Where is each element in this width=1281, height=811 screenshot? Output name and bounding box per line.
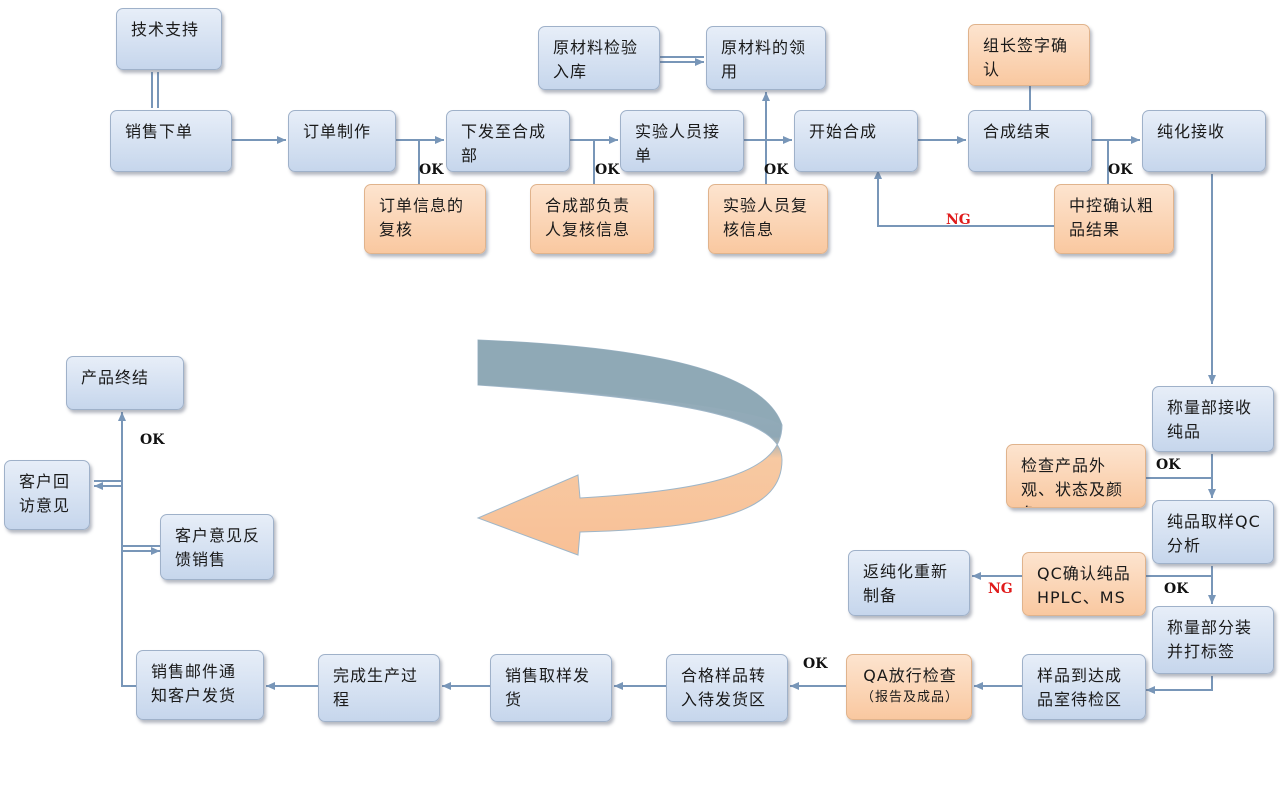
ok-label-head-review: OK [595, 162, 620, 178]
curved-arrow-decoration [476, 339, 783, 556]
node-issue-to-synthesis: 下发至合成部 [446, 110, 570, 172]
node-start-synthesis: 开始合成 [794, 110, 918, 172]
node-synthesis-head-review: 合成部负责人复核信息 [530, 184, 654, 254]
node-sales-order: 销售下单 [110, 110, 232, 172]
ok-label-qa: OK [803, 656, 828, 672]
qa-release-sublabel: （报告及成品） [861, 690, 960, 705]
node-customer-feedback: 客户意见反馈销售 [160, 514, 274, 580]
node-ipc-confirm: 中控确认粗品结果 [1054, 184, 1174, 254]
node-tech-support: 技术支持 [116, 8, 222, 70]
node-lab-receive: 实验人员接单 [620, 110, 744, 172]
node-purification-receive: 纯化接收 [1142, 110, 1266, 172]
node-order-info-review: 订单信息的复核 [364, 184, 486, 254]
node-finish-production: 完成生产过程 [318, 654, 440, 722]
node-weighing-pack: 称量部分装并打标签 [1152, 606, 1274, 674]
node-raw-material-use: 原材料的领用 [706, 26, 826, 90]
node-lab-review: 实验人员复核信息 [708, 184, 828, 254]
node-check-appearance: 检查产品外观、状态及颜色 [1006, 444, 1146, 508]
ok-label-lab-review: OK [764, 162, 789, 178]
node-order-make: 订单制作 [288, 110, 396, 172]
node-qa-release: QA放行检查 （报告及成品） [846, 654, 972, 720]
node-customer-visit: 客户回访意见 [4, 460, 90, 530]
node-qualified-transfer: 合格样品转入待发货区 [666, 654, 788, 722]
ng-label-qc: NG [988, 581, 1013, 597]
node-re-purify: 返纯化重新制备 [848, 550, 970, 616]
node-sales-sampling: 销售取样发货 [490, 654, 612, 722]
node-sales-email: 销售邮件通知客户发货 [136, 650, 264, 720]
ok-label-ipc: OK [1108, 162, 1133, 178]
ok-label-qc: OK [1164, 581, 1189, 597]
node-sample-to-room: 样品到达成品室待检区 [1022, 654, 1146, 720]
node-weighing-receive: 称量部接收纯品 [1152, 386, 1274, 452]
node-leader-sign: 组长签字确认 [968, 24, 1090, 86]
ok-label-order-review: OK [419, 162, 444, 178]
qa-release-label: QA放行检查 [863, 666, 957, 685]
node-raw-material-check: 原材料检验入库 [538, 26, 660, 90]
node-product-end: 产品终结 [66, 356, 184, 410]
node-qc-confirm: QC确认纯品HPLC、MS [1022, 552, 1146, 616]
ok-label-product-end: OK [140, 432, 165, 448]
node-synthesis-end: 合成结束 [968, 110, 1092, 172]
node-pure-sampling: 纯品取样QC分析 [1152, 500, 1274, 564]
ng-label-ipc: NG [946, 212, 971, 228]
ok-label-appearance: OK [1156, 457, 1181, 473]
